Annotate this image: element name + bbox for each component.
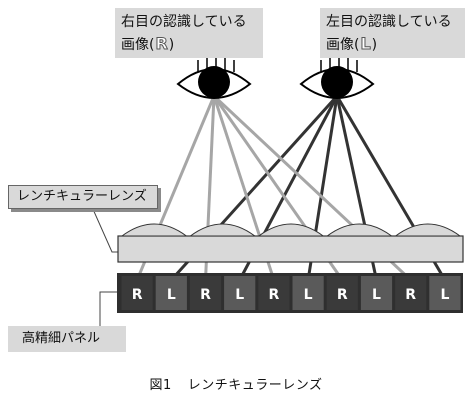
right-eye-caption-prefix: 画像(	[121, 37, 155, 53]
right-eye-caption-suffix: )	[168, 37, 175, 53]
panel-cell-l	[360, 276, 393, 310]
figure-number: 図1	[149, 378, 172, 393]
figure-caption: 図1 レンチキュラーレンズ	[0, 374, 472, 393]
lens-bump	[325, 223, 394, 237]
panel-pointer-line	[99, 291, 118, 326]
panel-cell-r	[189, 276, 222, 310]
lens-bump	[120, 223, 188, 237]
eye-left-icon	[299, 58, 375, 99]
panel-cell-r	[395, 276, 427, 310]
right-eye-caption: 右目の認識している 画像(R)	[115, 8, 263, 58]
panel-cell-l	[224, 276, 256, 310]
panel-cell-r	[121, 276, 153, 310]
panel-cell-label: L	[235, 287, 244, 303]
panel-cell-label: L	[372, 287, 381, 303]
left-eye-caption: 左目の認識している 画像(L)	[320, 8, 465, 58]
right-eye-letter: R	[155, 34, 168, 54]
lens-bump	[188, 223, 257, 237]
lens-bumps	[120, 223, 462, 237]
panel-cell-label: R	[405, 287, 416, 303]
left-eye-caption-suffix: )	[371, 37, 378, 53]
lens-bump	[394, 223, 462, 237]
left-eye-caption-prefix: 画像(	[326, 37, 360, 53]
panel-cell-label: R	[200, 287, 211, 303]
panel-cell-l	[292, 276, 324, 310]
panel-cell-r	[258, 276, 290, 310]
panel-cell-label: R	[269, 287, 280, 303]
lens-label: レンチキュラーレンズ	[8, 185, 158, 209]
panel-cell-r	[326, 276, 358, 310]
right-eye-caption-line2: 画像(R)	[121, 33, 257, 56]
panel-cell-label: L	[440, 287, 449, 303]
left-eye-caption-line2: 画像(L)	[326, 33, 459, 56]
panel-label: 高精細パネル	[8, 326, 126, 352]
right-eye-caption-line1: 右目の認識している	[121, 14, 247, 30]
figure-title: レンチキュラーレンズ	[187, 378, 323, 393]
panel-cell-l	[155, 276, 187, 310]
panel-cell-label: R	[132, 287, 143, 303]
panel-cell-l	[429, 276, 461, 310]
left-eye-letter: L	[360, 34, 371, 54]
lenticular-lens	[117, 223, 464, 263]
panel-cell-label: L	[304, 287, 313, 303]
left-eye-caption-line1: 左目の認識している	[326, 14, 452, 30]
lens-bump	[257, 223, 325, 237]
panel-cell-label: R	[337, 287, 348, 303]
eye-right-icon	[176, 58, 252, 99]
panel-cell-label: L	[167, 287, 176, 303]
